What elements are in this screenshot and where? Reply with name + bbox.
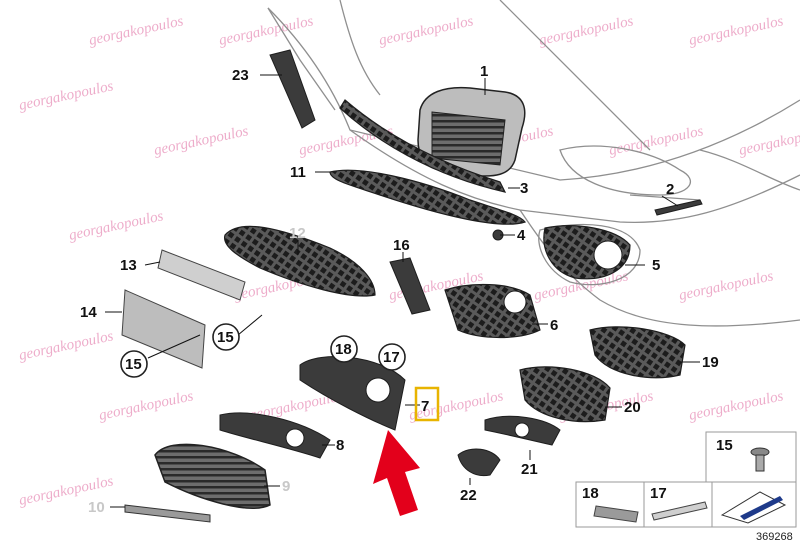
watermark-text: georgakopoulos: [18, 328, 115, 364]
part-fog-grille-lower: [519, 366, 611, 423]
callout-21: 21: [521, 461, 538, 478]
callout-18: 18: [335, 341, 352, 358]
part-trim-ring: [219, 412, 331, 459]
callout-14: 14: [80, 304, 97, 321]
bracket-icon: [651, 501, 708, 521]
cover-opening: [503, 290, 527, 314]
part-plate-holder: [157, 249, 246, 301]
legend-label-18: 18: [582, 485, 599, 502]
document-number: 369268: [756, 531, 793, 543]
car-body-outline: [267, 0, 800, 327]
callout-15b-circle: [212, 323, 240, 351]
callout-1: 1: [480, 63, 488, 80]
callout-6: 6: [550, 317, 558, 334]
callout-16: 16: [393, 237, 410, 254]
clip-icon: [593, 505, 639, 523]
highlight-box: [414, 386, 440, 422]
callout-12: 12: [289, 225, 306, 242]
callout-13: 13: [120, 257, 137, 274]
watermark-text: georgakopoulos: [538, 13, 635, 49]
fog-light-opening: [593, 240, 623, 270]
legend-panel: 15 18 17: [575, 431, 797, 528]
callout-19: 19: [702, 354, 719, 371]
part-licence-plate-base: [121, 289, 206, 369]
screw-icon: [750, 447, 770, 472]
callout-23: 23: [232, 67, 249, 84]
part-kidney-grille: [417, 86, 526, 177]
callout-15a-circle: [120, 350, 148, 378]
watermark-text: georgakopoulos: [98, 388, 195, 424]
part-tow-hook-cap: [457, 448, 501, 477]
part-grille-cover: [444, 283, 541, 339]
callout-17-circle: [378, 343, 406, 371]
legend-label-17: 17: [650, 485, 667, 502]
watermark-text: georgakopoulos: [88, 13, 185, 49]
legend-label-15: 15: [716, 437, 733, 454]
part-lower-mesh-grille: [224, 225, 376, 297]
callout-3: 3: [520, 180, 528, 197]
edge-trim-icon: [720, 491, 787, 524]
callout-2: 2: [666, 181, 674, 198]
callout-15b: 15: [217, 329, 234, 346]
watermark-text: georgakopoulos: [688, 388, 785, 424]
part-center-mesh-grille: [329, 169, 526, 225]
trim-ring-opening: [285, 428, 305, 448]
callout-20: 20: [624, 399, 641, 416]
part-lower-strip: [124, 504, 211, 523]
part-upper-bumper-grille: [339, 99, 507, 193]
red-pointer-arrow: [373, 430, 420, 516]
callout-labels: 1 2 3 4 5 6 7 8 9 10 11 12 13 14 15 15 1…: [80, 63, 719, 516]
watermark-text: georgakopoulos: [678, 268, 775, 304]
callout-9: 9: [282, 478, 290, 495]
callout-5: 5: [652, 257, 660, 274]
leader-lines: [105, 74, 700, 508]
part-air-duct: [269, 49, 316, 129]
callout-15a: 15: [125, 356, 142, 373]
legend-cell-15: [705, 431, 797, 483]
part-frame: [299, 356, 406, 431]
watermark-text: georgakopoulos: [688, 13, 785, 49]
watermark-text: georgakopoulos: [68, 208, 165, 244]
watermark-text: georgakopoulos: [18, 78, 115, 114]
callout-8: 8: [336, 437, 344, 454]
callout-7: 7: [421, 398, 429, 415]
callout-22: 22: [460, 487, 477, 504]
callout-18-circle: [330, 335, 358, 363]
callout-4: 4: [517, 227, 526, 244]
watermark-text: georgakopoulos: [378, 13, 475, 49]
callout-10: 10: [88, 499, 105, 516]
part-fog-grille-right: [589, 326, 686, 379]
frame-opening: [365, 377, 391, 403]
watermark-text: georgakopoulos: [738, 123, 800, 159]
part-slatted-grille: [154, 443, 271, 509]
watermark-text: georgakopoulos: [153, 123, 250, 159]
small-trim-opening: [514, 422, 530, 438]
callout-17: 17: [383, 349, 400, 366]
callout-11: 11: [290, 164, 306, 181]
part-side-trim-strip: [654, 199, 703, 216]
